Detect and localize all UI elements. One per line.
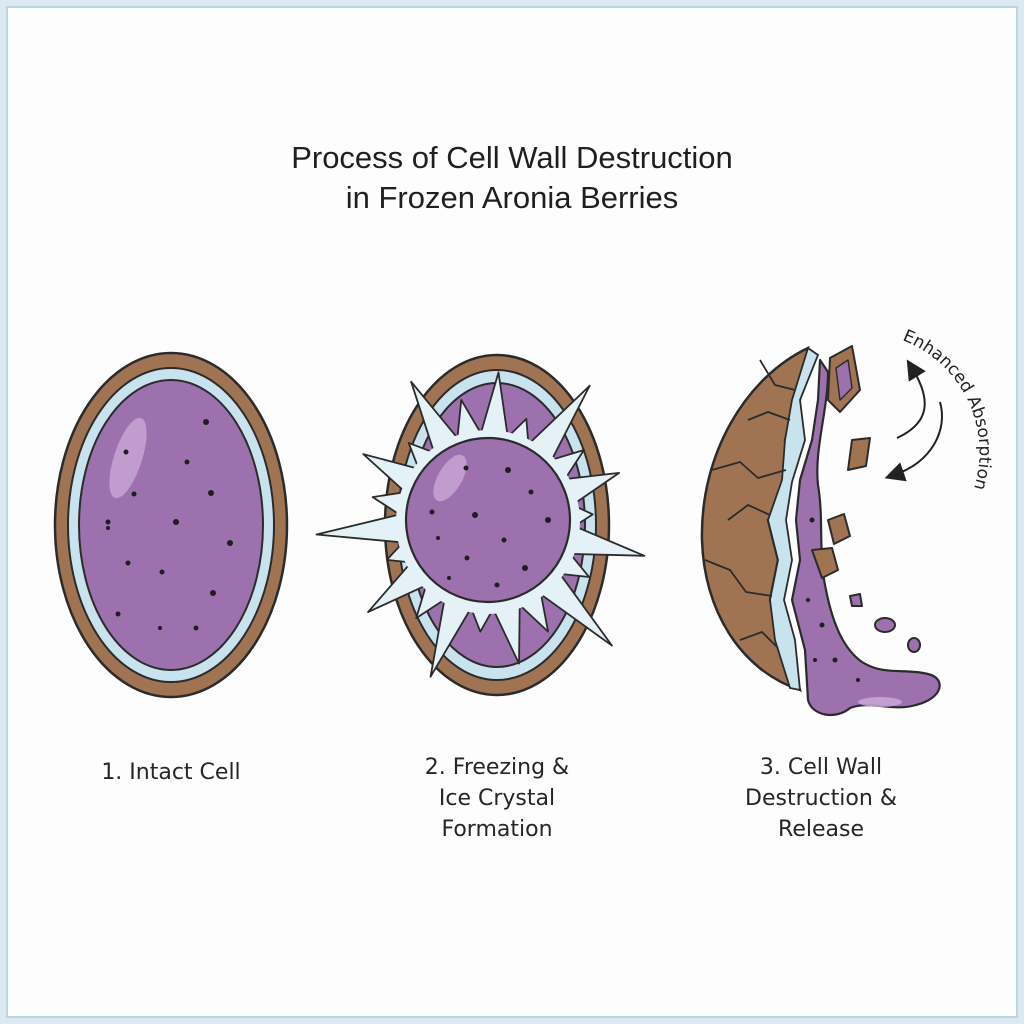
wall-fragments [811, 345, 921, 653]
stage-3-label-line-1: 3. Cell Wall [759, 755, 883, 780]
cytoplasm-granules [105, 419, 233, 631]
stage-2-label: 2. Freezing & Ice Crystal Formation [392, 752, 602, 845]
highlight [858, 697, 902, 707]
stage-2-label-line-3: Formation [441, 817, 553, 842]
cytoplasm [78, 379, 264, 671]
diagram-title-line-2: in Frozen Aronia Berries [345, 180, 679, 215]
diagram-title-line-1: Process of Cell Wall Destruction [291, 140, 733, 175]
stage-2-label-line-2: Ice Crystal [438, 786, 556, 811]
highlight [109, 417, 147, 499]
frozen-cell [315, 353, 646, 697]
absorption-arrows [884, 359, 943, 482]
ruptured-cell: Enhanced Absorption [700, 326, 995, 717]
stage-3-label-line-3: Release [778, 817, 864, 842]
wall-cracks [704, 359, 796, 649]
stage-1-label-line: 1. Intact Cell [101, 760, 241, 785]
released-contents [790, 358, 941, 717]
enhanced-absorption-label: Enhanced Absorption [900, 326, 995, 492]
intact-cell [53, 351, 289, 699]
arrow-down-icon [884, 401, 943, 482]
stage-3-label: 3. Cell Wall Destruction & Release [716, 752, 926, 845]
stage-2-label-line-1: 2. Freezing & [424, 755, 570, 780]
stage-3-label-line-2: Destruction & [745, 786, 897, 811]
stage-1-label: 1. Intact Cell [66, 757, 276, 788]
highlight [433, 454, 467, 502]
arrow-up-icon [896, 359, 926, 439]
cytoplasm-granules [429, 465, 551, 588]
released-granules [806, 517, 860, 682]
broken-membrane [767, 346, 820, 692]
